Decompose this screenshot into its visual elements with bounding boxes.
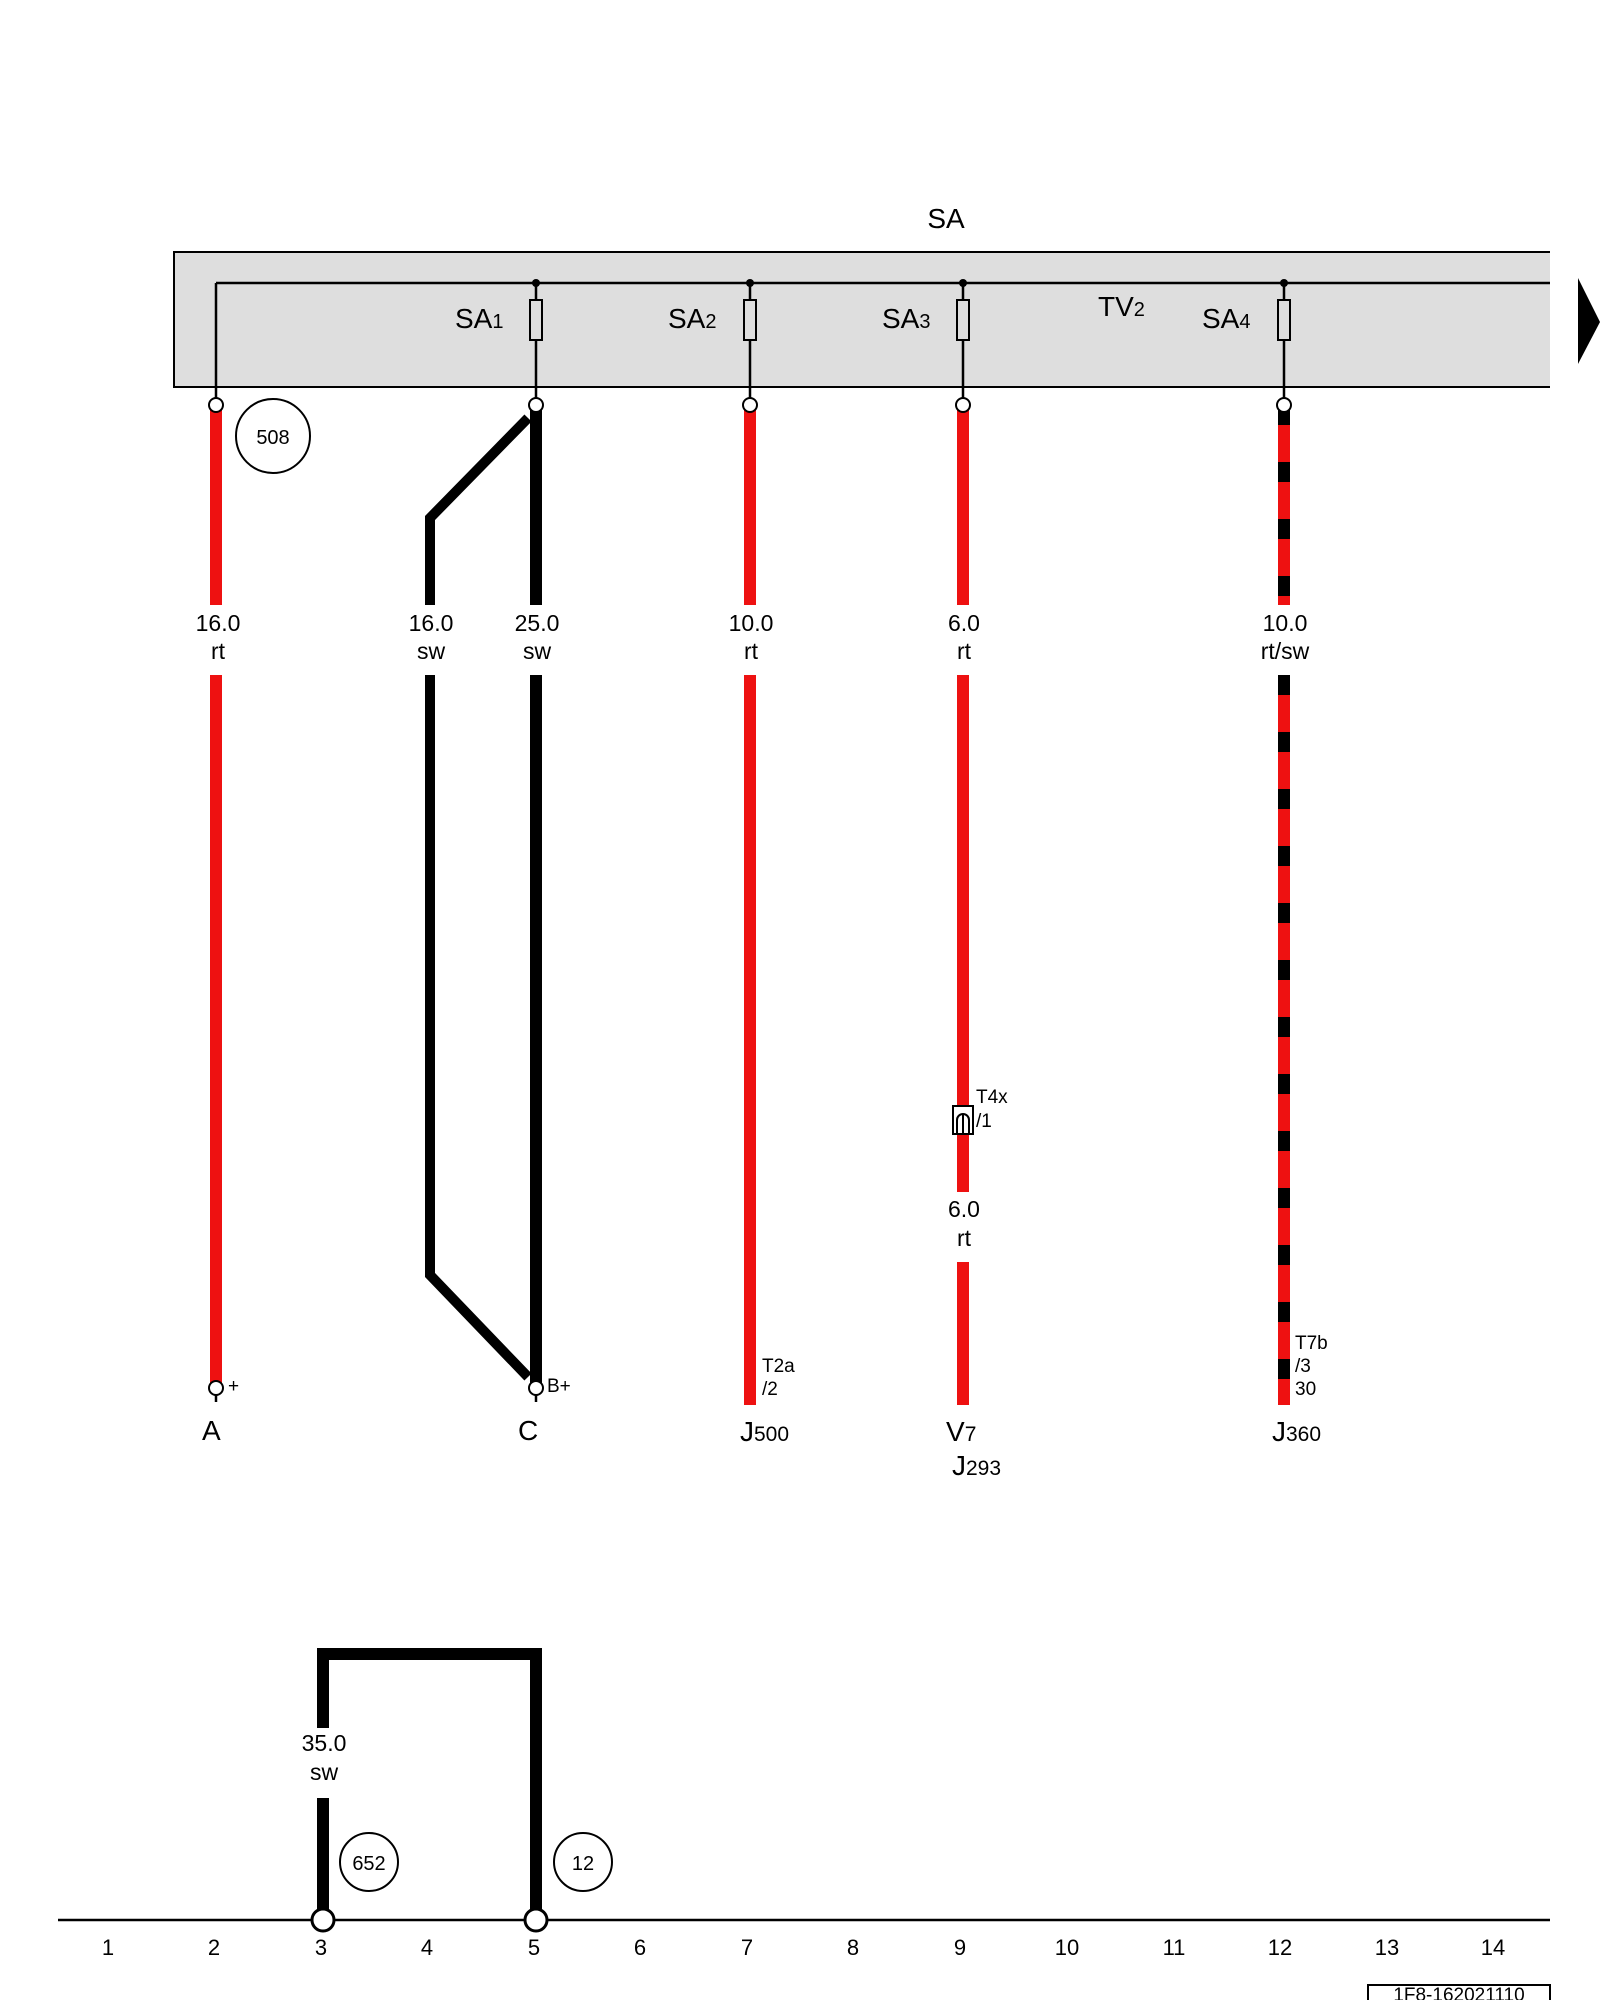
fuse-sa4-label: SA4 [1202, 303, 1250, 334]
component-c[interactable]: C [518, 1415, 538, 1446]
terminal-t7b-num: 30 [1295, 1379, 1316, 1400]
ruler-2: 2 [208, 1935, 220, 1960]
ruler-8: 8 [847, 1935, 859, 1960]
wire-v7-color-2: rt [957, 1225, 972, 1251]
ruler-11: 11 [1163, 1935, 1186, 1960]
ruler-1: 1 [102, 1935, 114, 1960]
component-j293[interactable]: J293 [952, 1450, 1001, 1481]
ref-circle-12[interactable]: 12 [553, 1832, 613, 1892]
wire-v7-size: 6.0 [948, 610, 980, 636]
fuse-sa2[interactable] [743, 279, 757, 405]
fuse-sa2-label: SA2 [668, 303, 716, 334]
connector-t4x-icon [952, 1105, 974, 1135]
svg-text:652: 652 [352, 1853, 385, 1875]
terminal-t2a-pin: /2 [762, 1379, 778, 1400]
component-j500[interactable]: J500 [740, 1416, 789, 1447]
wire-ground-color: sw [310, 1759, 339, 1785]
terminal-t4x-pin: /1 [976, 1111, 992, 1132]
component-a[interactable]: A [202, 1415, 221, 1446]
terminal-t7b-pin: /3 [1295, 1356, 1311, 1377]
ruler-9: 9 [954, 1935, 966, 1960]
ruler-13: 13 [1375, 1935, 1399, 1960]
ruler-7: 7 [741, 1935, 753, 1960]
wire-ground[interactable]: 35.0 sw [302, 1648, 542, 1918]
wire-v7-size-2: 6.0 [948, 1196, 980, 1222]
fuse-box-outline [173, 251, 1550, 388]
fuse-sa3-symbol [956, 299, 970, 341]
wire-j360[interactable]: 10.0 rt/sw T7b /3 30 [1261, 397, 1328, 1405]
wire-c[interactable]: 16.0 sw 25.0 sw B+ [409, 397, 571, 1402]
wire-j360-color: rt/sw [1261, 638, 1310, 664]
wire-j360-size: 10.0 [1263, 610, 1308, 636]
wire-j500-color: rt [744, 638, 759, 664]
wire-a[interactable]: 16.0 rt + [196, 397, 241, 1402]
wire-ground-size: 35.0 [302, 1730, 347, 1756]
wire-c2-color: sw [523, 638, 552, 664]
ruler-3: 3 [315, 1935, 327, 1960]
fuse-sa3-label: SA3 [882, 303, 930, 334]
component-v7[interactable]: V7 [946, 1416, 976, 1447]
ruler-14: 14 [1481, 1935, 1505, 1960]
terminal-t2a-label: T2a [762, 1356, 795, 1377]
fuse-sa1-symbol [529, 299, 543, 341]
terminal-t4x-label: T4x [976, 1087, 1008, 1108]
fuse-sa2-symbol [743, 299, 757, 341]
ruler-12: 12 [1268, 1935, 1292, 1960]
fuse-sa4[interactable] [1277, 279, 1291, 405]
continuation-arrow-icon[interactable] [1578, 278, 1600, 364]
fuse-sa3[interactable] [956, 279, 970, 405]
ref-circle-508[interactable]: 508 [235, 398, 311, 474]
terminal-plus: + [228, 1376, 239, 1397]
footer-ref-code: 1F8-162021110 [1393, 1985, 1524, 2000]
wire-a-size: 16.0 [196, 610, 241, 636]
footer-ref-box: 1F8-162021110 [1367, 1984, 1551, 2000]
ruler-4: 4 [421, 1935, 433, 1960]
header-title: SA [927, 203, 965, 234]
wire-v7-color: rt [957, 638, 972, 664]
component-j360[interactable]: J360 [1272, 1416, 1321, 1447]
ruler-5: 5 [528, 1935, 540, 1960]
wire-a-color: rt [211, 638, 226, 664]
terminal-t7b-label: T7b [1295, 1333, 1328, 1354]
wire-c2-size: 25.0 [515, 610, 560, 636]
ruler-6: 6 [634, 1935, 646, 1960]
tv2-label: TV2 [1098, 291, 1145, 322]
ruler-10: 10 [1055, 1935, 1079, 1960]
ref-circle-652[interactable]: 652 [339, 1832, 399, 1892]
wire-c1-color: sw [417, 638, 446, 664]
fuse-sa4-symbol [1277, 299, 1291, 341]
wire-c1-size: 16.0 [409, 610, 454, 636]
fuse-box: SA1 SA2 SA3 SA4 TV2 [173, 251, 1550, 405]
terminal-bplus: B+ [547, 1376, 571, 1397]
column-ruler: 1 2 3 4 5 6 7 8 9 10 11 12 13 14 [102, 1935, 1505, 1960]
fuse-sa1[interactable] [529, 279, 543, 405]
svg-text:12: 12 [572, 1853, 594, 1875]
svg-text:508: 508 [256, 427, 289, 449]
wire-v7[interactable]: 6.0 rt 6.0 rt T4x /1 [948, 397, 1008, 1405]
wire-j500-size: 10.0 [729, 610, 774, 636]
fuse-sa1-label: SA1 [455, 303, 503, 334]
ground-point-3[interactable] [310, 1907, 336, 1933]
ground-point-5[interactable] [523, 1907, 549, 1933]
wire-j500[interactable]: 10.0 rt T2a /2 [729, 397, 796, 1405]
